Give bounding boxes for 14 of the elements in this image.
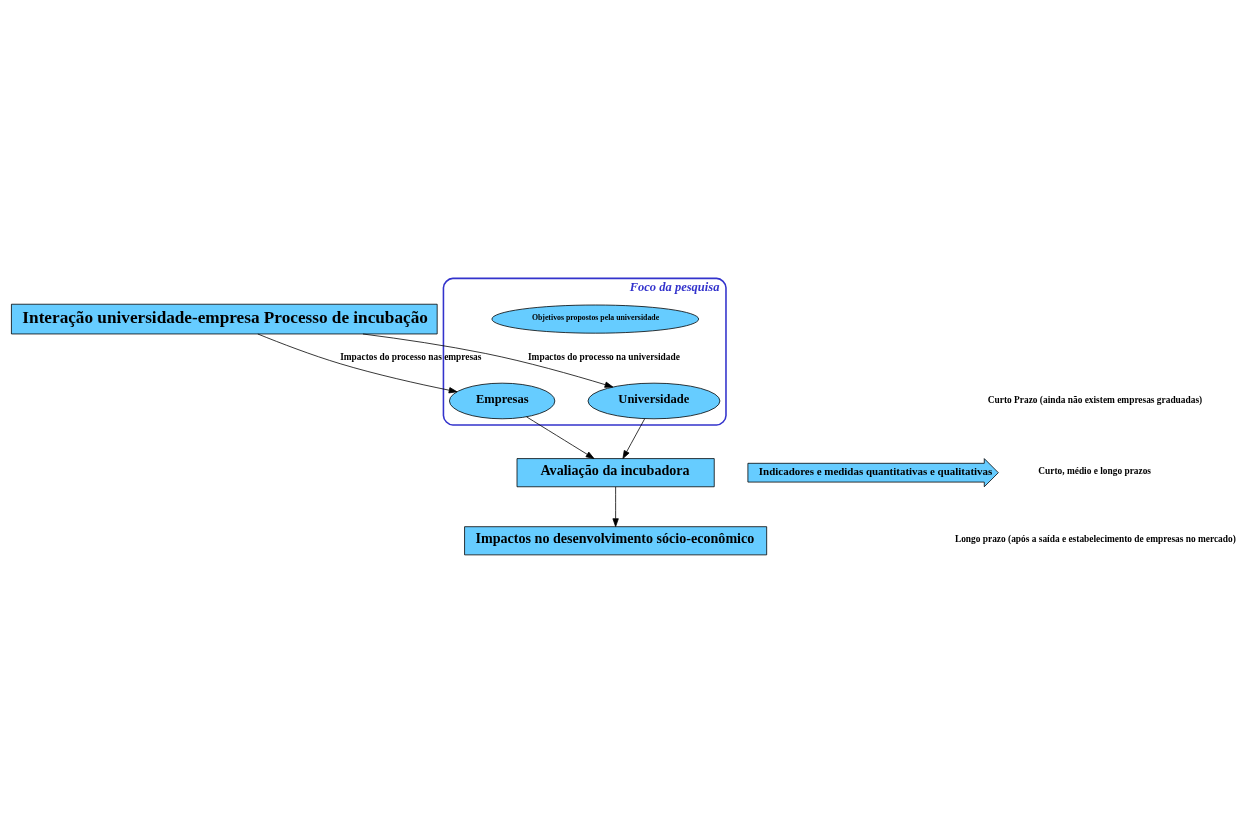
edge-label: Impactos do processo nas empresas xyxy=(340,351,482,362)
node-box: Interação universidade-empresa Processo de incubação xyxy=(11,303,438,334)
label: Longo prazo (após a saída e estabelecimento de empresas no mercado) xyxy=(954,533,1236,544)
arrow xyxy=(362,333,614,388)
label: Curto Prazo (ainda não existem empresas graduadas) xyxy=(987,394,1203,405)
arrow xyxy=(257,333,458,393)
arrow xyxy=(526,415,595,459)
arrow xyxy=(612,486,619,527)
node-box: Avaliação da incubadora xyxy=(516,457,715,487)
node-box: Impactos no desenvolvimento sócio-econômico xyxy=(464,525,768,555)
node-ellipse: Objetivos propostos pela universidade xyxy=(491,304,700,334)
arrow xyxy=(622,417,646,459)
edge-label: Impactos do processo na universidade xyxy=(527,351,680,362)
label: Curto, médio e longo prazos xyxy=(1038,465,1152,476)
